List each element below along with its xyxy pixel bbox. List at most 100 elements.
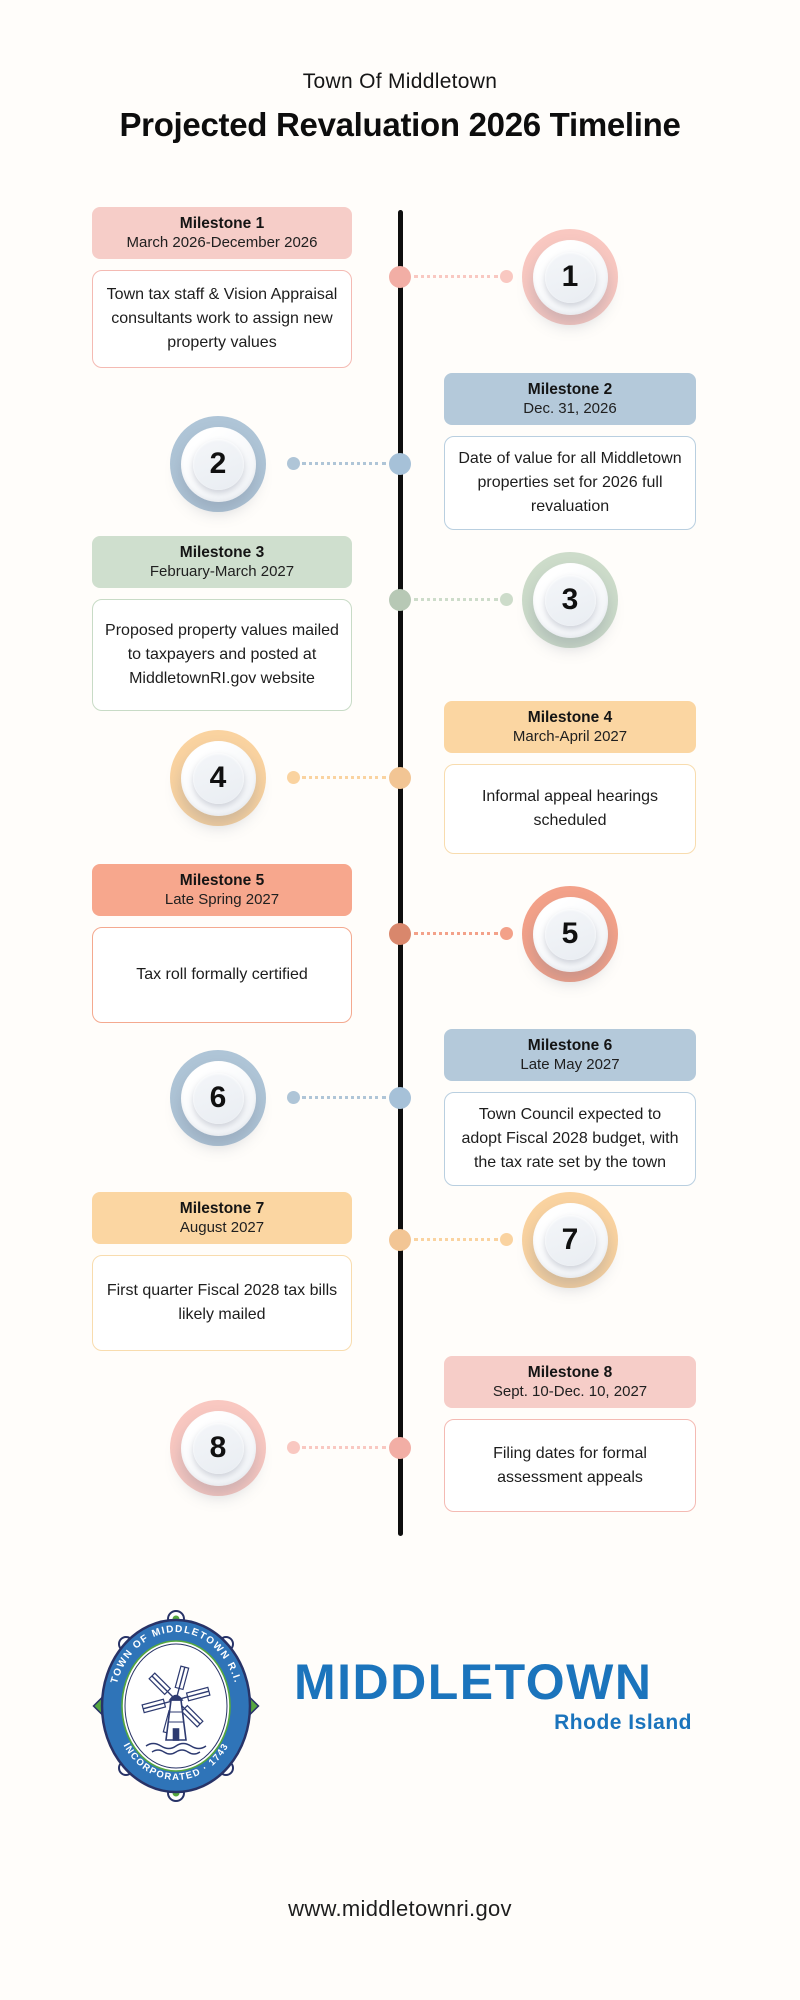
connector-dotted-line	[302, 1446, 386, 1449]
number-circle-mid: 1	[532, 239, 608, 315]
number-circle-mid: 2	[180, 426, 256, 502]
milestone-number: 7	[561, 1223, 579, 1256]
milestone-title: Milestone 4	[527, 709, 613, 726]
milestone-body-text: First quarter Fiscal 2028 tax bills like…	[106, 1282, 338, 1323]
milestone-date: March-April 2027	[512, 728, 628, 745]
milestone-body: Informal appeal hearings scheduled	[444, 764, 696, 854]
milestone-number: 2	[209, 447, 227, 480]
milestone-body: Town Council expected to adopt Fiscal 20…	[444, 1092, 696, 1186]
milestone-number: 6	[209, 1081, 227, 1114]
milestone-title: Milestone 6	[527, 1037, 613, 1054]
milestone-header: Milestone 4 March-April 2027	[444, 701, 696, 753]
number-circle-inner: 7	[544, 1214, 596, 1266]
number-circle-mid: 4	[180, 740, 256, 816]
connector-dotted-line	[414, 275, 498, 278]
milestone-body: Town tax staff & Vision Appraisal consul…	[92, 270, 352, 368]
milestone-number: 3	[561, 583, 579, 616]
wordmark-subtext: Rhode Island	[554, 1710, 692, 1734]
milestone-date: Dec. 31, 2026	[523, 400, 617, 417]
town-seal-icon: TOWN OF MIDDLETOWN R.I. INCORPORATED · 1…	[92, 1610, 260, 1802]
milestone-body-text: Date of value for all Middletown propert…	[458, 450, 682, 515]
milestone-card: Milestone 7 August 2027 First quarter Fi…	[92, 1192, 352, 1351]
milestone-title: Milestone 2	[527, 381, 613, 398]
milestone-header: Milestone 5 Late Spring 2027	[92, 864, 352, 916]
milestone-title: Milestone 7	[179, 1200, 265, 1217]
milestone-body: First quarter Fiscal 2028 tax bills like…	[92, 1255, 352, 1351]
milestone-number-circle: 3	[522, 552, 618, 648]
connector-end-dot	[500, 1233, 513, 1246]
milestone-title: Milestone 3	[179, 544, 265, 561]
milestone-body-text: Tax roll formally certified	[136, 966, 308, 983]
middletown-wordmark: MIDDLETOWN Rhode Island	[294, 1656, 692, 1735]
connector-end-dot	[287, 457, 300, 470]
windmill-icon	[141, 1665, 211, 1755]
connector-end-dot	[287, 771, 300, 784]
milestone-number: 8	[209, 1431, 227, 1464]
number-circle-inner: 3	[544, 574, 596, 626]
page-title: Projected Revaluation 2026 Timeline	[119, 106, 681, 143]
eyebrow-title: Town Of Middletown	[302, 70, 498, 93]
milestone-header: Milestone 2 Dec. 31, 2026	[444, 373, 696, 425]
milestone-number-circle: 1	[522, 229, 618, 325]
milestone-body: Proposed property values mailed to taxpa…	[92, 599, 352, 711]
number-circle-inner: 5	[544, 908, 596, 960]
connector-dotted-line	[414, 598, 498, 601]
milestone-body-text: Filing dates for formal assessment appea…	[493, 1444, 647, 1486]
milestone-header: Milestone 7 August 2027	[92, 1192, 352, 1244]
number-circle-inner: 4	[192, 752, 244, 804]
milestone-number: 1	[561, 260, 579, 293]
milestone-title: Milestone 8	[527, 1364, 613, 1381]
milestone-header: Milestone 8 Sept. 10-Dec. 10, 2027	[444, 1356, 696, 1408]
connector-dotted-line	[302, 462, 386, 465]
number-circle-inner: 8	[192, 1422, 244, 1474]
milestone-number-circle: 4	[170, 730, 266, 826]
number-circle-inner: 1	[544, 251, 596, 303]
connector-end-dot	[500, 593, 513, 606]
connector-dotted-line	[302, 1096, 386, 1099]
timeline-line	[398, 210, 403, 1536]
milestone-number: 5	[561, 917, 579, 950]
connector-end-dot	[287, 1441, 300, 1454]
milestone-body: Filing dates for formal assessment appea…	[444, 1419, 696, 1512]
milestone-body-text: Town tax staff & Vision Appraisal consul…	[106, 286, 338, 351]
milestone-date: Sept. 10-Dec. 10, 2027	[492, 1383, 648, 1400]
connector-dotted-line	[414, 932, 498, 935]
number-circle-mid: 8	[180, 1410, 256, 1486]
milestone-title: Milestone 1	[179, 215, 265, 232]
milestone-number-circle: 5	[522, 886, 618, 982]
milestone-body: Tax roll formally certified	[92, 927, 352, 1023]
number-circle-mid: 3	[532, 562, 608, 638]
wordmark-text: MIDDLETOWN	[294, 1654, 653, 1710]
website-url: www.middletownri.gov	[288, 1896, 512, 1921]
number-circle-inner: 6	[192, 1072, 244, 1124]
milestone-title: Milestone 5	[179, 872, 265, 889]
connector-end-dot	[500, 270, 513, 283]
milestone-date: Late May 2027	[520, 1056, 620, 1073]
milestone-date: March 2026-December 2026	[126, 234, 318, 251]
milestone-header: Milestone 1 March 2026-December 2026	[92, 207, 352, 259]
milestone-number-circle: 8	[170, 1400, 266, 1496]
number-circle-mid: 5	[532, 896, 608, 972]
milestone-number-circle: 6	[170, 1050, 266, 1146]
milestone-header: Milestone 3 February-March 2027	[92, 536, 352, 588]
number-circle-mid: 7	[532, 1202, 608, 1278]
milestone-card: Milestone 8 Sept. 10-Dec. 10, 2027 Filin…	[444, 1356, 696, 1512]
connector-dotted-line	[414, 1238, 498, 1241]
milestone-card: Milestone 2 Dec. 31, 2026 Date of value …	[444, 373, 696, 530]
milestone-card: Milestone 4 March-April 2027 Informal ap…	[444, 701, 696, 854]
milestone-card: Milestone 6 Late May 2027 Town Council e…	[444, 1029, 696, 1186]
milestone-date: Late Spring 2027	[164, 891, 280, 908]
milestone-body: Date of value for all Middletown propert…	[444, 436, 696, 530]
milestone-body-text: Proposed property values mailed to taxpa…	[105, 622, 339, 687]
milestone-body-text: Informal appeal hearings scheduled	[481, 788, 659, 829]
milestone-number: 4	[209, 761, 227, 794]
milestone-header: Milestone 6 Late May 2027	[444, 1029, 696, 1081]
connector-dotted-line	[302, 776, 386, 779]
milestone-card: Milestone 1 March 2026-December 2026 Tow…	[92, 207, 352, 368]
town-seal-logo: TOWN OF MIDDLETOWN R.I. INCORPORATED · 1…	[88, 1610, 264, 1807]
milestone-date: February-March 2027	[149, 563, 295, 580]
connector-end-dot	[287, 1091, 300, 1104]
milestone-number-circle: 7	[522, 1192, 618, 1288]
number-circle-mid: 6	[180, 1060, 256, 1136]
